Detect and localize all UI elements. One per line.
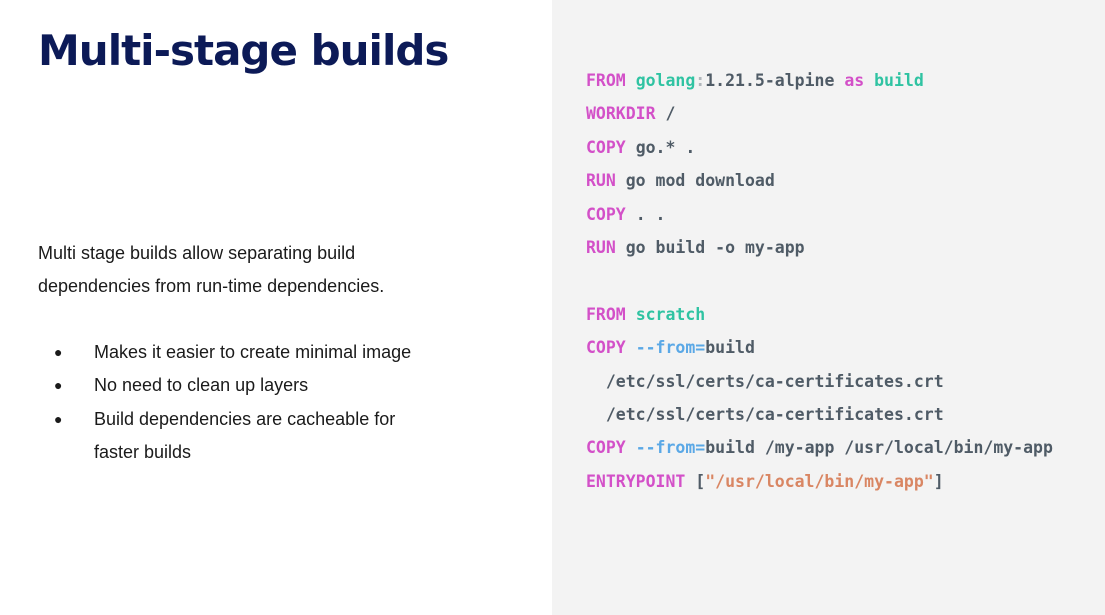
- code-keyword: FROM: [586, 71, 626, 90]
- code-argument: /etc/ssl/certs/ca-certificates.crt: [605, 404, 944, 424]
- code-flag: --from=: [635, 338, 706, 358]
- code-keyword: as: [844, 71, 865, 90]
- code-flag: --from=: [635, 438, 706, 458]
- code-line: RUN go mod download: [586, 164, 1053, 197]
- code-panel: [552, 0, 1105, 615]
- intro-paragraph: Multi stage builds allow separating buil…: [38, 243, 385, 296]
- code-line: FROM golang:1.21.5-alpine as build: [586, 64, 1053, 97]
- code-bracket: ]: [933, 471, 944, 491]
- code-line: COPY --from=build /my-app /usr/local/bin…: [586, 431, 1053, 464]
- bullet-text: Makes it easier to create minimal image: [94, 342, 412, 362]
- code-keyword: RUN: [586, 171, 616, 191]
- code-line: FROM scratch: [586, 298, 1053, 331]
- code-keyword: ENTRYPOINT: [586, 471, 686, 491]
- code-blank-line: [586, 264, 1053, 297]
- bullet-item: ● Makes it easier to create minimal imag…: [38, 336, 468, 369]
- code-argument: /: [665, 104, 676, 124]
- code-image-name: scratch: [635, 304, 706, 324]
- code-stage-name: build: [874, 71, 924, 90]
- code-argument: go.* .: [635, 137, 696, 157]
- bullet-text: Build dependencies are cacheable for fas…: [94, 408, 396, 463]
- code-argument: build: [705, 338, 755, 358]
- code-line: COPY . .: [586, 198, 1053, 231]
- code-keyword: FROM: [586, 304, 626, 324]
- bullet-item: ● No need to clean up layers: [38, 369, 468, 402]
- code-string: "/usr/local/bin/my-app": [705, 471, 934, 491]
- code-argument: go build -o my-app: [625, 237, 805, 257]
- code-line: COPY go.* .: [586, 131, 1053, 164]
- code-line: /etc/ssl/certs/ca-certificates.crt: [586, 365, 1053, 398]
- bullet-item: ● Build dependencies are cacheable for f…: [38, 403, 468, 470]
- code-image-name: golang: [635, 71, 696, 90]
- code-image-tag: 1.21.5-alpine: [705, 71, 835, 90]
- bullet-list: ● Makes it easier to create minimal imag…: [38, 336, 468, 470]
- code-argument: build /my-app /usr/local/bin/my-app: [705, 438, 1053, 458]
- code-separator: :: [695, 71, 706, 90]
- code-keyword: COPY: [586, 338, 626, 358]
- code-argument: go mod download: [625, 171, 775, 191]
- bullet-dot-icon: ●: [54, 410, 63, 427]
- code-keyword: RUN: [586, 237, 616, 257]
- code-argument: /etc/ssl/certs/ca-certificates.crt: [605, 371, 944, 391]
- bullet-text: No need to clean up layers: [94, 375, 309, 396]
- slide-left-panel: Multi-stage builds Multi stage builds al…: [0, 0, 552, 615]
- code-line: RUN go build -o my-app: [586, 231, 1053, 264]
- code-line: ENTRYPOINT ["/usr/local/bin/my-app"]: [586, 465, 1053, 498]
- code-line: COPY --from=build: [586, 331, 1053, 364]
- bullet-dot-icon: ●: [54, 344, 63, 360]
- code-keyword: COPY: [586, 204, 626, 224]
- code-keyword: COPY: [586, 438, 626, 458]
- code-argument: . .: [635, 204, 666, 224]
- slide-title: Multi-stage builds: [38, 26, 449, 75]
- code-keyword: COPY: [586, 137, 626, 157]
- code-line: WORKDIR /: [586, 97, 1053, 130]
- code-keyword: WORKDIR: [586, 104, 656, 124]
- bullet-dot-icon: ●: [54, 377, 63, 394]
- code-line: /etc/ssl/certs/ca-certificates.crt: [586, 398, 1053, 431]
- code-bracket: [: [695, 471, 706, 491]
